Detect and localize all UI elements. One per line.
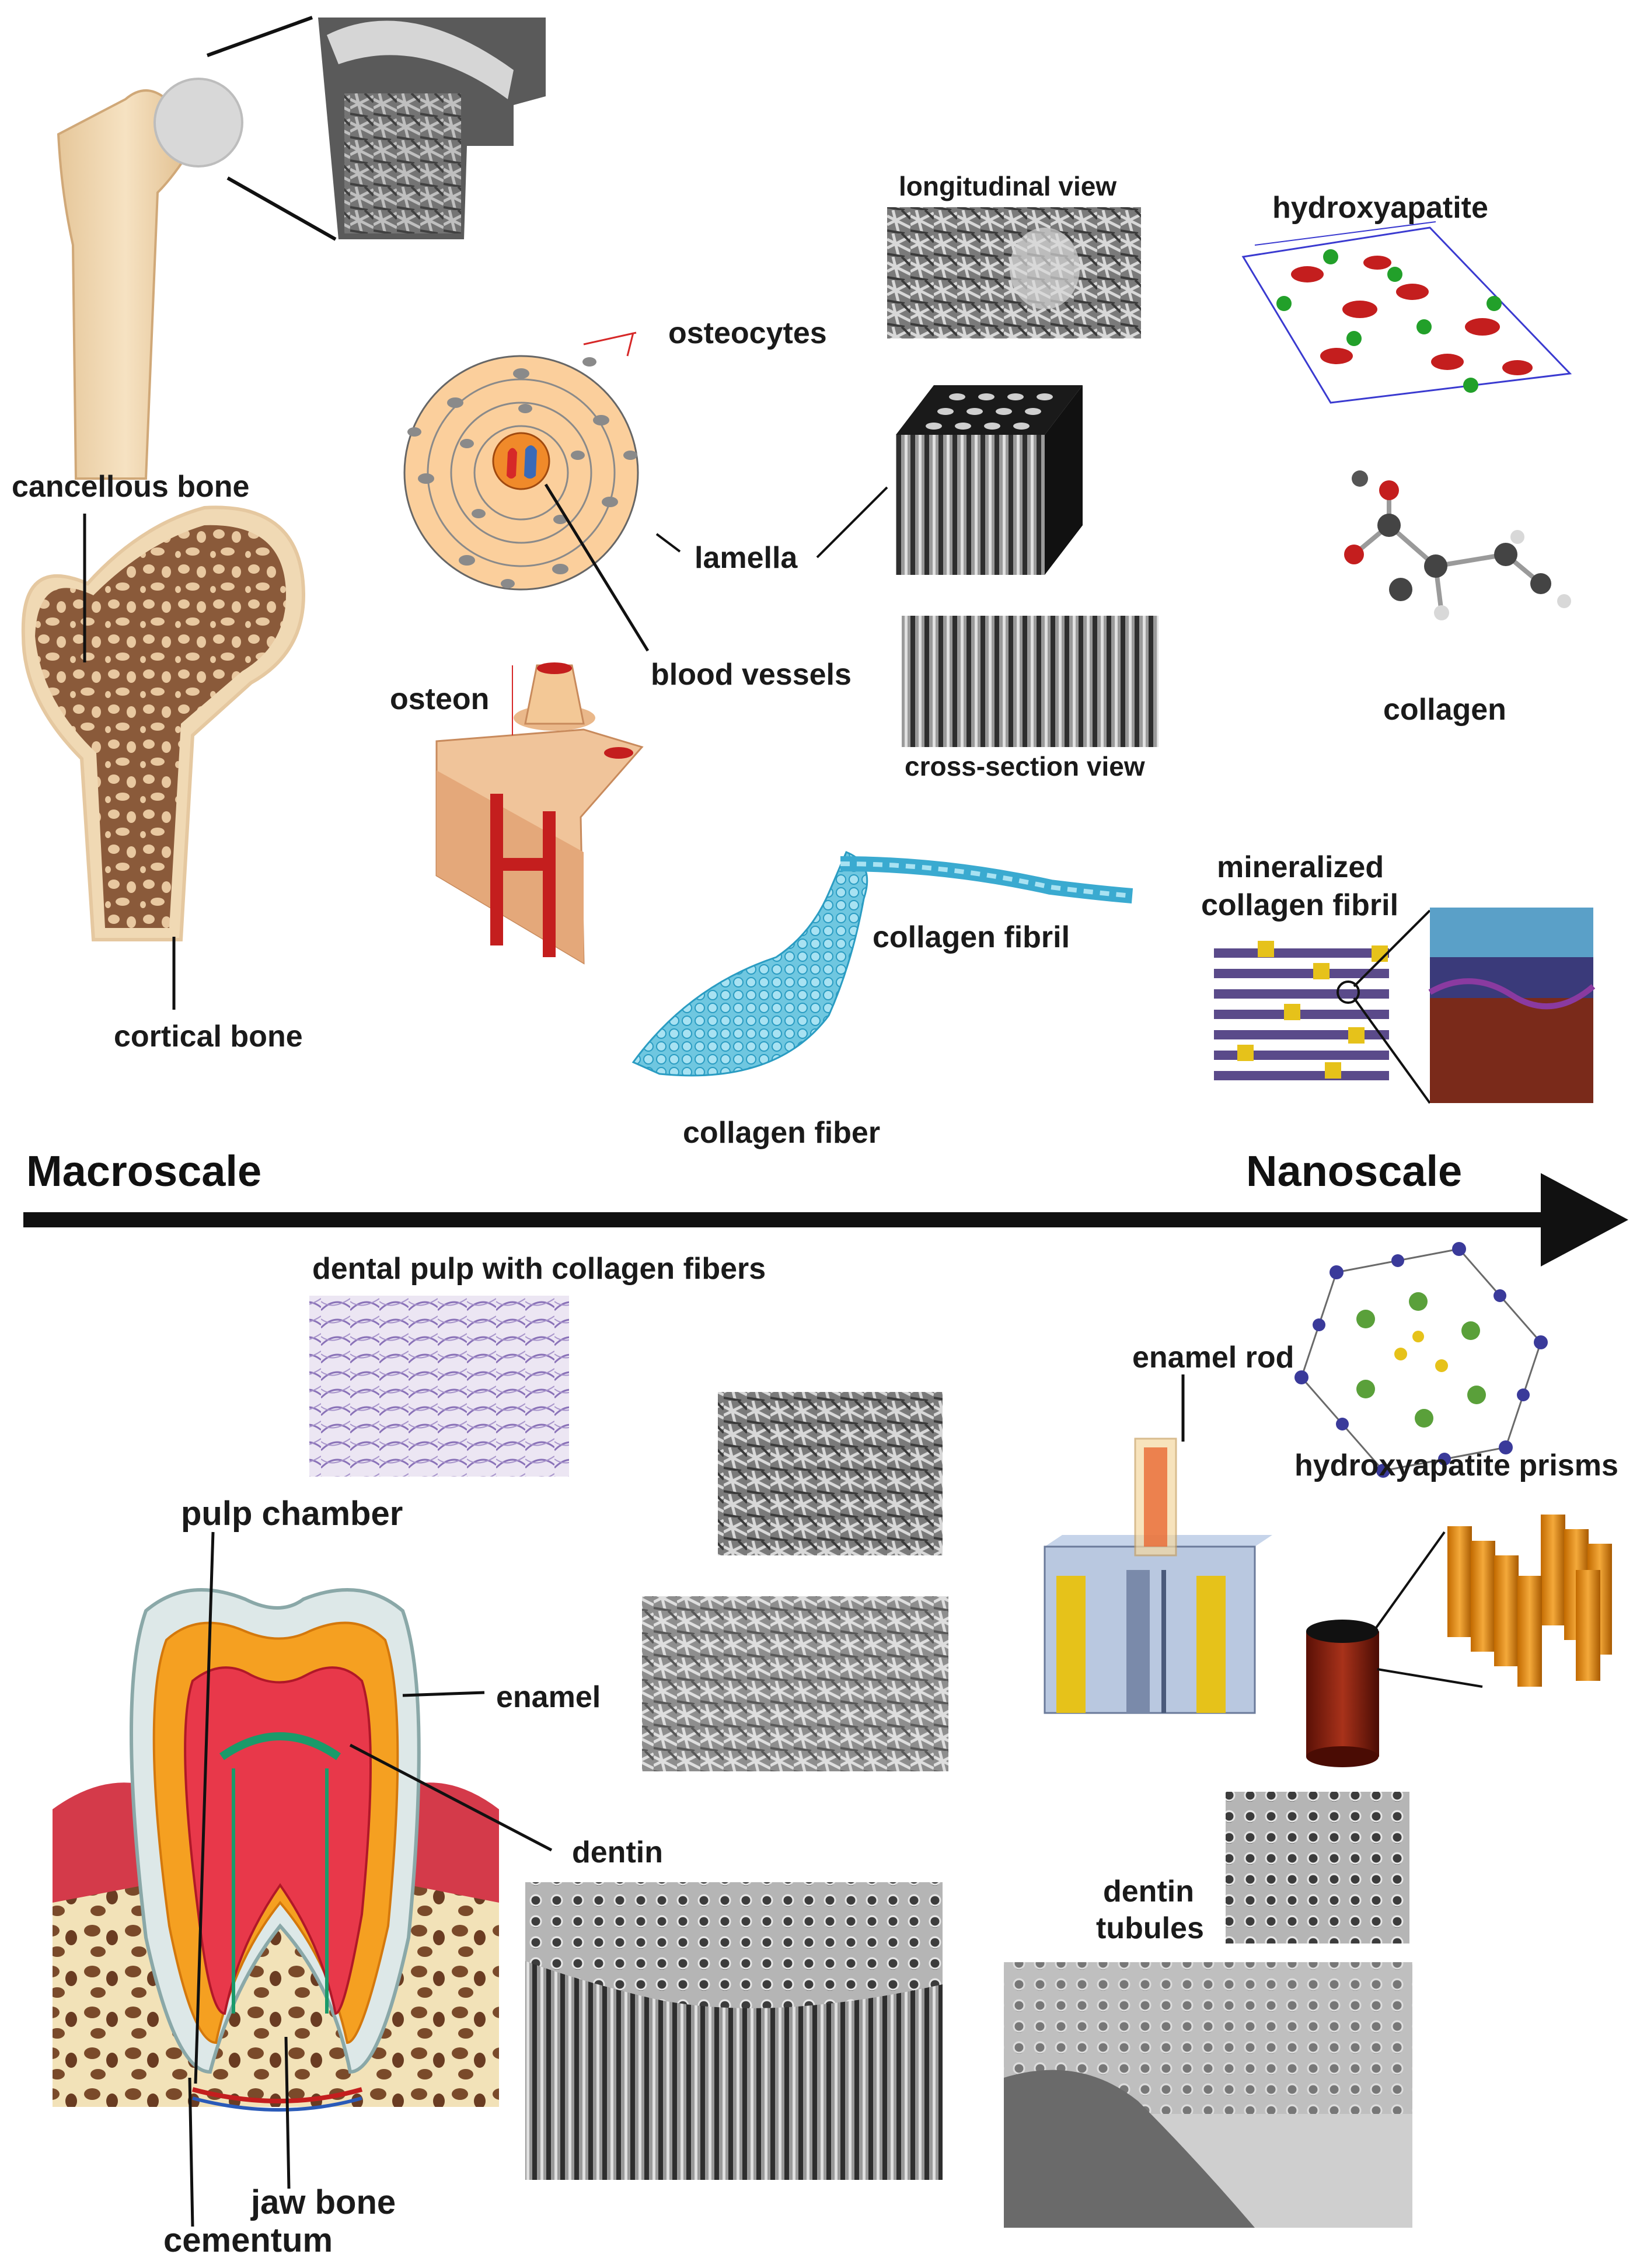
label-cementum: cementum (163, 2221, 333, 2259)
femoral-head-section-image (318, 18, 546, 239)
mineralized-fibril-schematic (1214, 941, 1389, 1080)
label-cancellous-bone: cancellous bone (12, 470, 250, 504)
dentin-sem-image (525, 1882, 943, 2180)
osteocyte-pointer (626, 332, 634, 357)
zoom-line (1377, 1668, 1483, 1688)
scale-axis-arrow (23, 1173, 1628, 1266)
label-enamel-rod: enamel rod (1132, 1341, 1294, 1374)
label-macroscale: Macroscale (26, 1147, 262, 1195)
osteon-cross-section (403, 355, 639, 591)
label-hydroxyapatite-prisms: hydroxyapatite prisms (1294, 1449, 1618, 1482)
leader-pulp-chamber (194, 1531, 215, 2084)
hydroxyapatite-hexagonal-lattice (1294, 1242, 1548, 1478)
femur-illustration (57, 78, 243, 480)
lamella-block (896, 385, 1083, 575)
dental-pulp-histology-image (309, 1296, 569, 1477)
mineralized-fibril-render (1428, 908, 1596, 1103)
collagen-molecule (1344, 470, 1571, 620)
dentin-tubules-sem-small (1226, 1792, 1409, 1943)
tooth-illustration (53, 1588, 499, 2112)
label-collagen: collagen (1383, 693, 1506, 727)
leader-enamel (402, 1691, 485, 1697)
label-osteocytes: osteocytes (668, 316, 827, 350)
zoom-line (226, 176, 337, 241)
cross-section-view-image (902, 616, 1159, 747)
enamel-rod-block (1044, 1437, 1272, 1714)
label-osteon: osteon (390, 682, 490, 716)
leader-jaw-bone (284, 2036, 291, 2189)
osteon-3d-block (435, 662, 644, 965)
label-cortical-bone: cortical bone (114, 1020, 303, 1053)
label-blood-vessels: blood vessels (651, 658, 852, 692)
cylinder-prism-illustration (1306, 1515, 1612, 1767)
label-hydroxyapatite: hydroxyapatite (1272, 191, 1488, 225)
dentin-tubules-sem-large (1004, 1962, 1412, 2228)
label-longitudinal-view: longitudinal view (899, 171, 1117, 201)
leader-blood-vessels (544, 483, 650, 652)
femur-cross-section (21, 505, 306, 941)
label-lamella: lamella (695, 541, 798, 575)
zoom-line (1370, 1531, 1446, 1635)
label-cross-section-suffix: view (1086, 751, 1145, 781)
enamel-fibers-sem-image (642, 1596, 948, 1771)
label-cross-section-prefix: cross-section (905, 751, 1080, 781)
leader-lamella-block (816, 486, 888, 559)
collagen-fiber-illustration (631, 851, 1133, 1077)
zoom-line (1353, 997, 1431, 1104)
hydroxyapatite-unit-cell (1241, 221, 1572, 404)
label-cross-section-view: cross-section view (905, 753, 1145, 780)
label-enamel: enamel (496, 1680, 601, 1714)
leader-lamella (655, 533, 681, 553)
leader-dentin (349, 1743, 553, 1852)
enamel-sem-image (718, 1392, 943, 1555)
label-dentin-tubules-line1: dentin (1103, 1875, 1194, 1908)
label-collagen-fibril: collagen fibril (873, 920, 1070, 954)
leader-cementum (188, 2077, 194, 2227)
label-nanoscale: Nanoscale (1246, 1147, 1463, 1195)
zoom-line (1353, 909, 1431, 988)
label-collagen-fiber: collagen fiber (683, 1116, 881, 1150)
osteocyte-pointer (583, 332, 637, 346)
label-pulp-chamber: pulp chamber (181, 1495, 403, 1533)
zoom-line (206, 16, 313, 57)
label-mineralized-collagen-fibril: collagen fibril (1201, 888, 1399, 922)
label-dentin: dentin (572, 1836, 663, 1869)
label-jaw-bone: jaw bone (251, 2183, 396, 2221)
label-mineralized: mineralized (1217, 850, 1384, 884)
label-dentin-tubules-line2: tubules (1096, 1911, 1204, 1945)
label-dental-pulp: dental pulp with collagen fibers (312, 1252, 766, 1286)
